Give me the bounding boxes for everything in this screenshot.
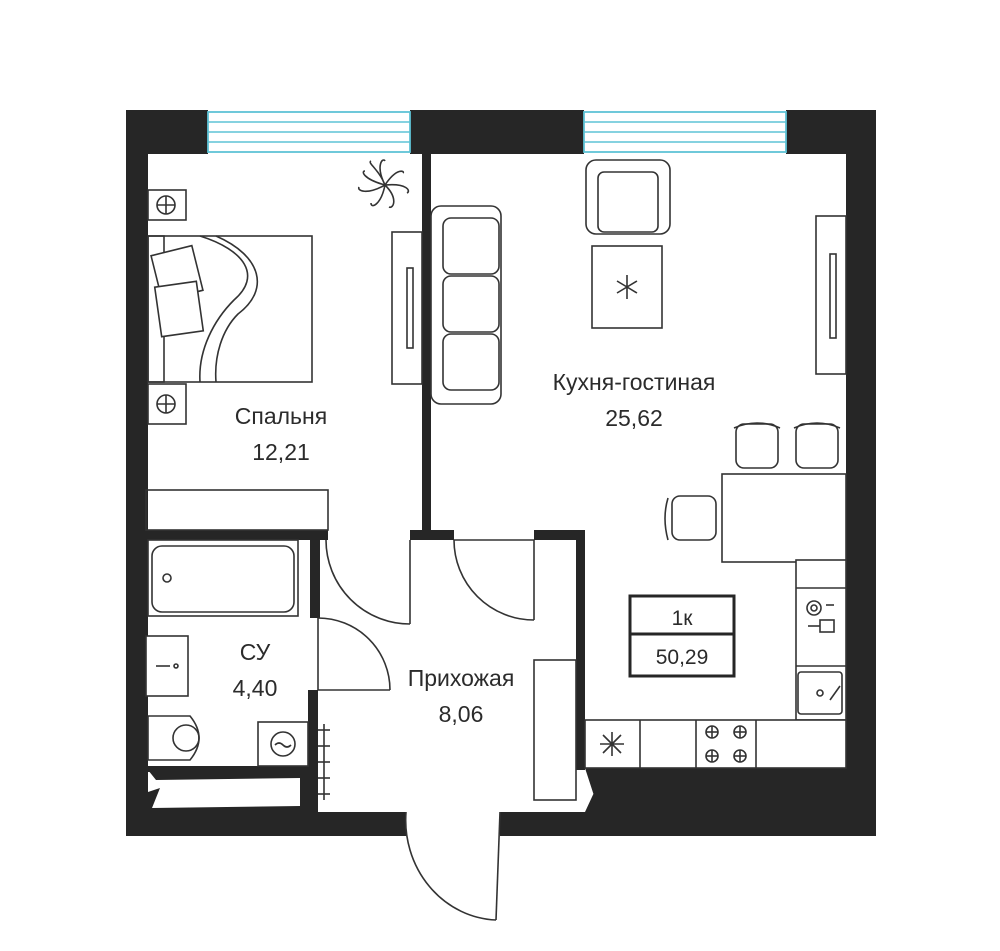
room-label-kitchen-living: Кухня-гостиная 25,62 <box>553 369 716 431</box>
living-furniture <box>430 159 847 769</box>
armchair <box>585 159 671 235</box>
sofa <box>430 205 502 405</box>
summary-badge: 1к 50,29 <box>628 594 736 678</box>
bed <box>147 235 313 383</box>
room-label-bathroom: СУ 4,40 <box>233 639 278 701</box>
chair-2 <box>793 422 841 469</box>
rooms-count: 1к <box>672 607 694 630</box>
kitchen-living-name: Кухня-гостиная <box>553 369 716 395</box>
washing-machine <box>257 721 309 767</box>
bathroom-fixtures <box>145 539 309 767</box>
doors <box>317 539 535 921</box>
hall-shoe-rack <box>533 659 577 801</box>
bathroom-name: СУ <box>240 639 271 665</box>
chair-1 <box>733 422 781 469</box>
room-label-hallway: Прихожая 8,06 <box>408 665 515 727</box>
bedroom-name: Спальня <box>235 403 327 429</box>
hallway-name: Прихожая <box>408 665 515 691</box>
bedroom-radiator <box>145 489 329 531</box>
nightstand-bottom <box>147 383 187 425</box>
dining-table <box>721 473 847 563</box>
total-area: 50,29 <box>656 646 709 669</box>
living-tv-stand <box>815 215 847 375</box>
toilet <box>147 715 200 761</box>
kitchen-living-area: 25,62 <box>605 405 663 431</box>
plant-icon <box>358 159 410 208</box>
kitchen-counter-bottom <box>584 719 847 769</box>
bedroom-area: 12,21 <box>252 439 310 465</box>
door-kitchen <box>453 539 535 621</box>
sink <box>145 635 189 697</box>
interior-walls <box>148 154 585 812</box>
kitchen-counter-side <box>795 559 847 721</box>
outer-walls <box>126 110 876 836</box>
window-bedroom <box>207 111 411 153</box>
bathtub <box>147 539 299 617</box>
hallway-details <box>318 659 577 801</box>
door-bathroom <box>317 617 391 691</box>
window-kitchen-living <box>583 111 787 153</box>
chair-3 <box>664 495 717 541</box>
nightstand-top <box>147 189 187 221</box>
bathroom-area: 4,40 <box>233 675 278 701</box>
door-bedroom <box>325 539 411 625</box>
bedroom-furniture <box>145 159 423 531</box>
hallway-area: 8,06 <box>439 701 484 727</box>
coat-hooks <box>318 724 330 800</box>
room-label-bedroom: Спальня 12,21 <box>235 403 327 465</box>
door-entrance <box>404 811 501 921</box>
bedroom-tv-stand <box>391 231 423 385</box>
coffee-table <box>591 245 663 329</box>
